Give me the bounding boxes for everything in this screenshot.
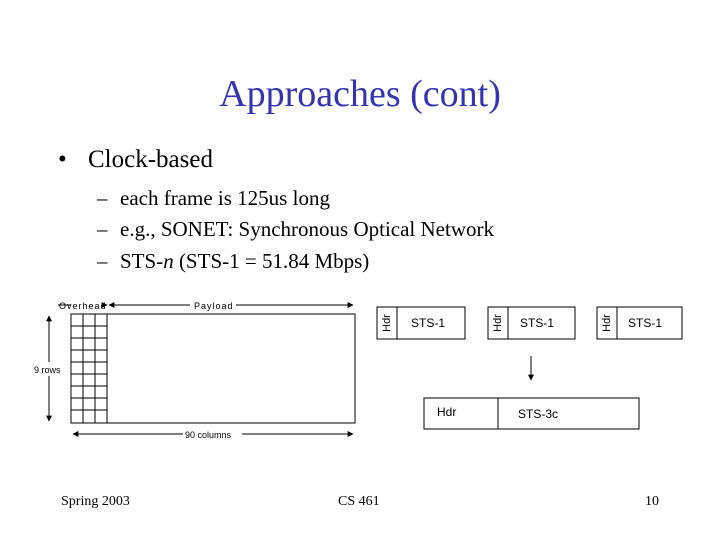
payload-dimension: Payload [108,301,354,311]
subitem-text-before: STS- [120,249,164,273]
bullet-marker: • [58,146,67,173]
rows-dimension: 9 rows [34,315,61,422]
frame-outline [70,313,356,424]
sts3c-hdr-label: Hdr [437,405,456,419]
sts1-label: STS-1 [411,316,445,330]
sts1-hdr-label: Hdr [381,314,393,332]
sts1-label: STS-1 [520,316,554,330]
payload-label: Payload [194,301,234,311]
columns-dimension: 90 columns [72,430,354,440]
subitem-text: e.g., SONET: Synchronous Optical Network [120,217,494,241]
sts1-frame: Hdr STS-1 [596,306,683,340]
footer-page-number: 10 [645,494,659,509]
columns-label: 90 columns [185,430,232,440]
subitem-sts-n: –STS-n (STS-1 = 51.84 Mbps) [97,249,369,274]
subitem-dash: – [97,217,108,241]
footer-date: Spring 2003 [61,494,130,509]
subitem-dash: – [97,186,108,210]
slide-title: Approaches (cont) [219,73,501,115]
subitem-frame-length: –each frame is 125us long [97,186,330,211]
subitem-text: each frame is 125us long [120,186,330,210]
sts1-frame: Hdr STS-1 [376,306,466,340]
footer-course: CS 461 [338,494,380,509]
subitem-sonet: –e.g., SONET: Synchronous Optical Networ… [97,217,494,242]
bullet-text: Clock-based [88,146,213,173]
subitem-text-after: (STS-1 = 51.84 Mbps) [173,249,370,273]
rows-label: 9 rows [34,365,61,375]
overhead-label: Overhead [59,301,107,311]
sts1-hdr-label: Hdr [601,314,613,332]
sts1-hdr-label: Hdr [492,314,504,332]
subitem-dash: – [97,249,108,273]
overhead-dimension: Overhead [58,301,108,311]
subitem-text-italic: n [163,249,174,273]
sts1-frame: Hdr STS-1 [487,306,576,340]
sts1-label: STS-1 [628,316,662,330]
sonet-frame [70,313,356,424]
bullet-clock-based: • Clock-based [58,146,213,174]
overhead-grid [71,314,108,423]
sts3c-label: STS-3c [518,407,558,421]
sts3c-frame: Hdr STS-3c [423,397,640,430]
